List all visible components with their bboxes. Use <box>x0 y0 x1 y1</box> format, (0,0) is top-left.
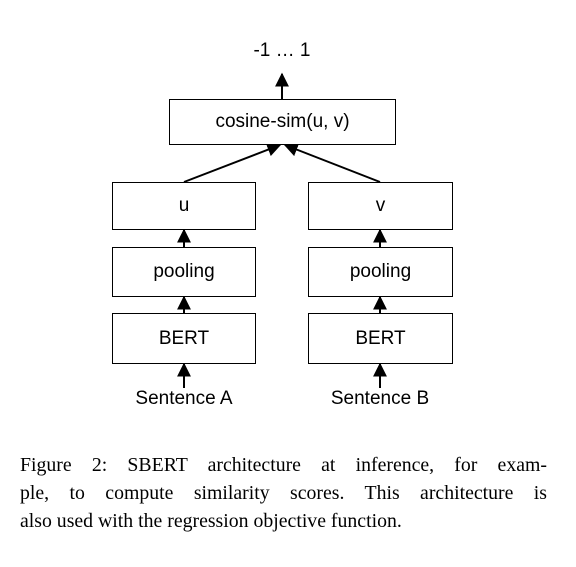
caption-line-3: also used with the regression objective … <box>20 510 402 532</box>
caption-line-1: Figure 2: SBERT architecture at inferenc… <box>20 454 547 476</box>
cosine-sim-box: cosine-sim(u, v) <box>169 99 396 145</box>
bert-a-box: BERT <box>112 313 256 364</box>
pooling-a-box: pooling <box>112 247 256 297</box>
bert-b-box: BERT <box>308 313 453 364</box>
caption-line-2: ple, to compute similarity scores. This … <box>20 482 547 504</box>
pooling-b-box: pooling <box>308 247 453 297</box>
arrow-u-to-cosine <box>183 142 282 183</box>
diagram-arrows <box>177 72 387 388</box>
sentence-b-label: Sentence B <box>330 388 430 409</box>
output-range-label: -1 … 1 <box>253 40 311 61</box>
sentence-a-label: Sentence A <box>135 388 233 409</box>
arrow-v-to-cosine <box>283 143 381 183</box>
figure-caption: Figure 2: SBERT architecture at inferenc… <box>20 451 547 535</box>
u-vector-box: u <box>112 182 256 230</box>
v-vector-box: v <box>308 182 453 230</box>
